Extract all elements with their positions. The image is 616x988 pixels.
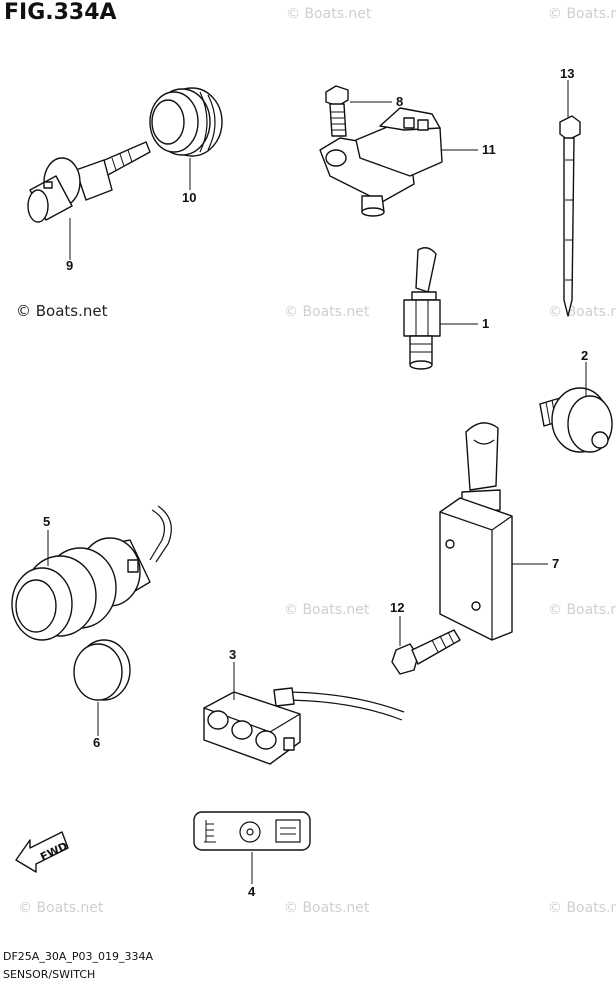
leader-lines: [47, 80, 587, 884]
callout-1: 1: [482, 316, 490, 331]
bolt-part-12[interactable]: [391, 629, 461, 675]
callout-2: 2: [581, 348, 589, 363]
grommet-part-10[interactable]: [149, 87, 223, 157]
callout-9: 9: [66, 258, 74, 273]
callout-4: 4: [248, 884, 256, 899]
fwd-arrow-icon: FWD: [15, 831, 70, 873]
temperature-sensor-part-9[interactable]: [27, 141, 151, 223]
watermark: © Boats.net: [548, 6, 616, 22]
diagram-code: DF25A_30A_P03_019_334A: [3, 950, 153, 963]
indicator-label-part-4[interactable]: [193, 811, 311, 851]
figure-title: FIG.334A: [4, 0, 117, 25]
switch-part-5[interactable]: [11, 505, 172, 641]
callout-12: 12: [390, 600, 405, 615]
cable-tie-part-13[interactable]: [559, 115, 581, 317]
bolt-part-8[interactable]: [325, 85, 349, 137]
watermark: © Boats.net: [286, 6, 372, 22]
pressure-sensor-part-11[interactable]: [319, 107, 443, 217]
callout-10: 10: [182, 190, 197, 205]
watermark: © Boats.net: [18, 900, 104, 916]
watermark: © Boats.net: [548, 304, 616, 320]
callout-6: 6: [93, 735, 101, 750]
switch-box-part-7[interactable]: [439, 422, 513, 641]
callout-7: 7: [552, 556, 560, 571]
watermark: © Boats.net: [284, 900, 370, 916]
callout-3: 3: [229, 647, 237, 662]
section-name: SENSOR/SWITCH: [3, 968, 96, 981]
indicator-lamp-part-3[interactable]: [203, 687, 405, 765]
callout-13: 13: [560, 66, 575, 81]
switch-part-2[interactable]: [539, 387, 613, 453]
watermark: © Boats.net: [284, 304, 370, 320]
sensor-part-1[interactable]: [403, 247, 441, 370]
callout-8: 8: [396, 94, 404, 109]
cap-part-6[interactable]: [73, 639, 131, 701]
watermark: © Boats.net: [284, 602, 370, 618]
callout-5: 5: [43, 514, 51, 529]
callout-11: 11: [482, 142, 496, 157]
copyright-notice: © Boats.net: [16, 302, 108, 320]
watermark: © Boats.net: [548, 602, 616, 618]
watermark: © Boats.net: [548, 900, 616, 916]
